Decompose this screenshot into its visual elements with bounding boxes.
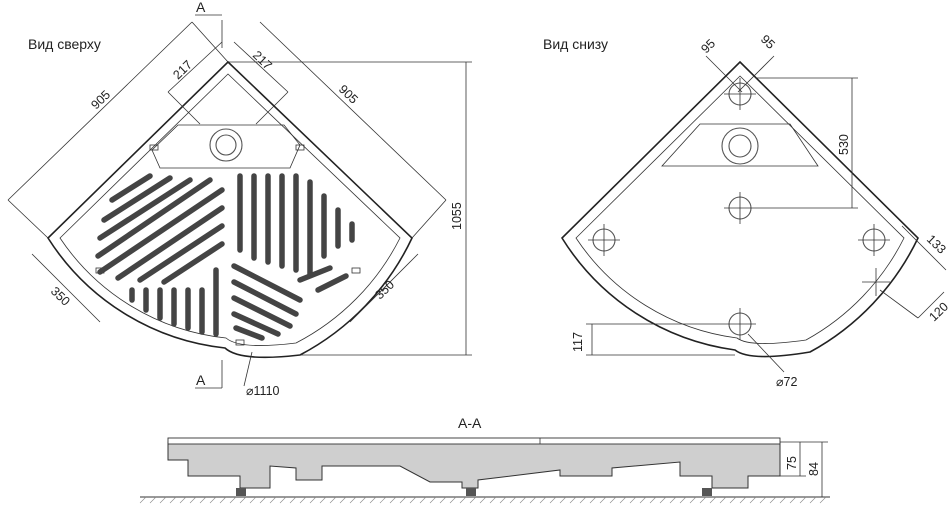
ext-line [411,199,447,239]
dim-350-left: 350 [48,284,73,309]
top-view-title: Вид сверху [28,36,101,52]
section-title: А-А [458,415,482,431]
leader-diameter [243,351,253,387]
dim-217-left: 217 [170,58,195,83]
dim-line-217-left [167,41,223,93]
top-ribs-left [95,173,225,285]
bottom-tray-outline [560,60,919,358]
dim-hole-72: ⌀72 [776,375,797,389]
ext-line [879,289,919,319]
section-body [167,441,781,489]
dim-95-right: 95 [758,32,778,52]
top-drain-outer [209,128,243,162]
dim-133: 133 [924,232,949,257]
top-clip [235,339,245,346]
bottom-view: 95 95 530 133 120 117 ⌀72 [560,32,951,389]
floor-hatch [139,496,827,504]
top-ribs-vertical [237,173,355,277]
top-clip [351,267,361,274]
dim-95-left: 95 [698,36,718,56]
dim-75: 75 [785,456,799,470]
dim-line-350-right [349,253,419,323]
bottom-tray-inner [575,75,905,344]
dim-line-95 [737,55,775,93]
bottom-drain-outer [721,127,759,165]
top-drain-plate [151,124,301,169]
top-clip [295,144,305,151]
dim-diameter-1110: ⌀1110 [246,384,280,398]
dim-line-350-left [31,253,101,323]
top-tray-inner-rim [59,73,401,346]
top-drain-inner [215,134,237,156]
dim-84: 84 [807,462,821,476]
dim-line-217-right [233,41,289,93]
dim-117: 117 [571,332,585,352]
top-view: А А 905 905 217 217 1055 350 350 ⌀1110 [7,0,472,398]
ext-line [167,91,201,125]
dim-line-905-left [7,21,193,201]
dim-1055: 1055 [450,202,464,230]
bottom-feet [588,78,890,340]
dim-120: 120 [926,300,951,325]
leader-hole [747,333,785,373]
dim-530: 530 [837,134,851,155]
bottom-view-title: Вид снизу [543,36,609,52]
top-tray-outline [46,60,413,359]
dim-line-133 [901,225,947,271]
dim-350-right: 350 [372,278,397,303]
top-ribs-bottom-left [129,267,219,337]
dim-217-right: 217 [250,48,275,73]
dim-line-120 [917,291,945,319]
dim-line-905-right [259,21,447,201]
ext-line [255,91,289,125]
section-view: А-А 75 84 [139,415,830,504]
section-mark-top: А [196,0,206,15]
section-feet [236,488,712,496]
bottom-drain-inner [728,134,752,158]
bottom-drain-block [661,123,819,167]
ext-line [191,21,229,63]
top-clip [149,144,159,151]
ext-line [7,199,49,239]
dim-905-right: 905 [336,82,361,107]
section-mark-bottom: А [196,372,206,388]
section-top-surface [167,437,781,445]
dim-905-left: 905 [88,88,113,113]
dim-line-95 [705,55,743,93]
top-ribs-bottom-right [231,263,349,341]
